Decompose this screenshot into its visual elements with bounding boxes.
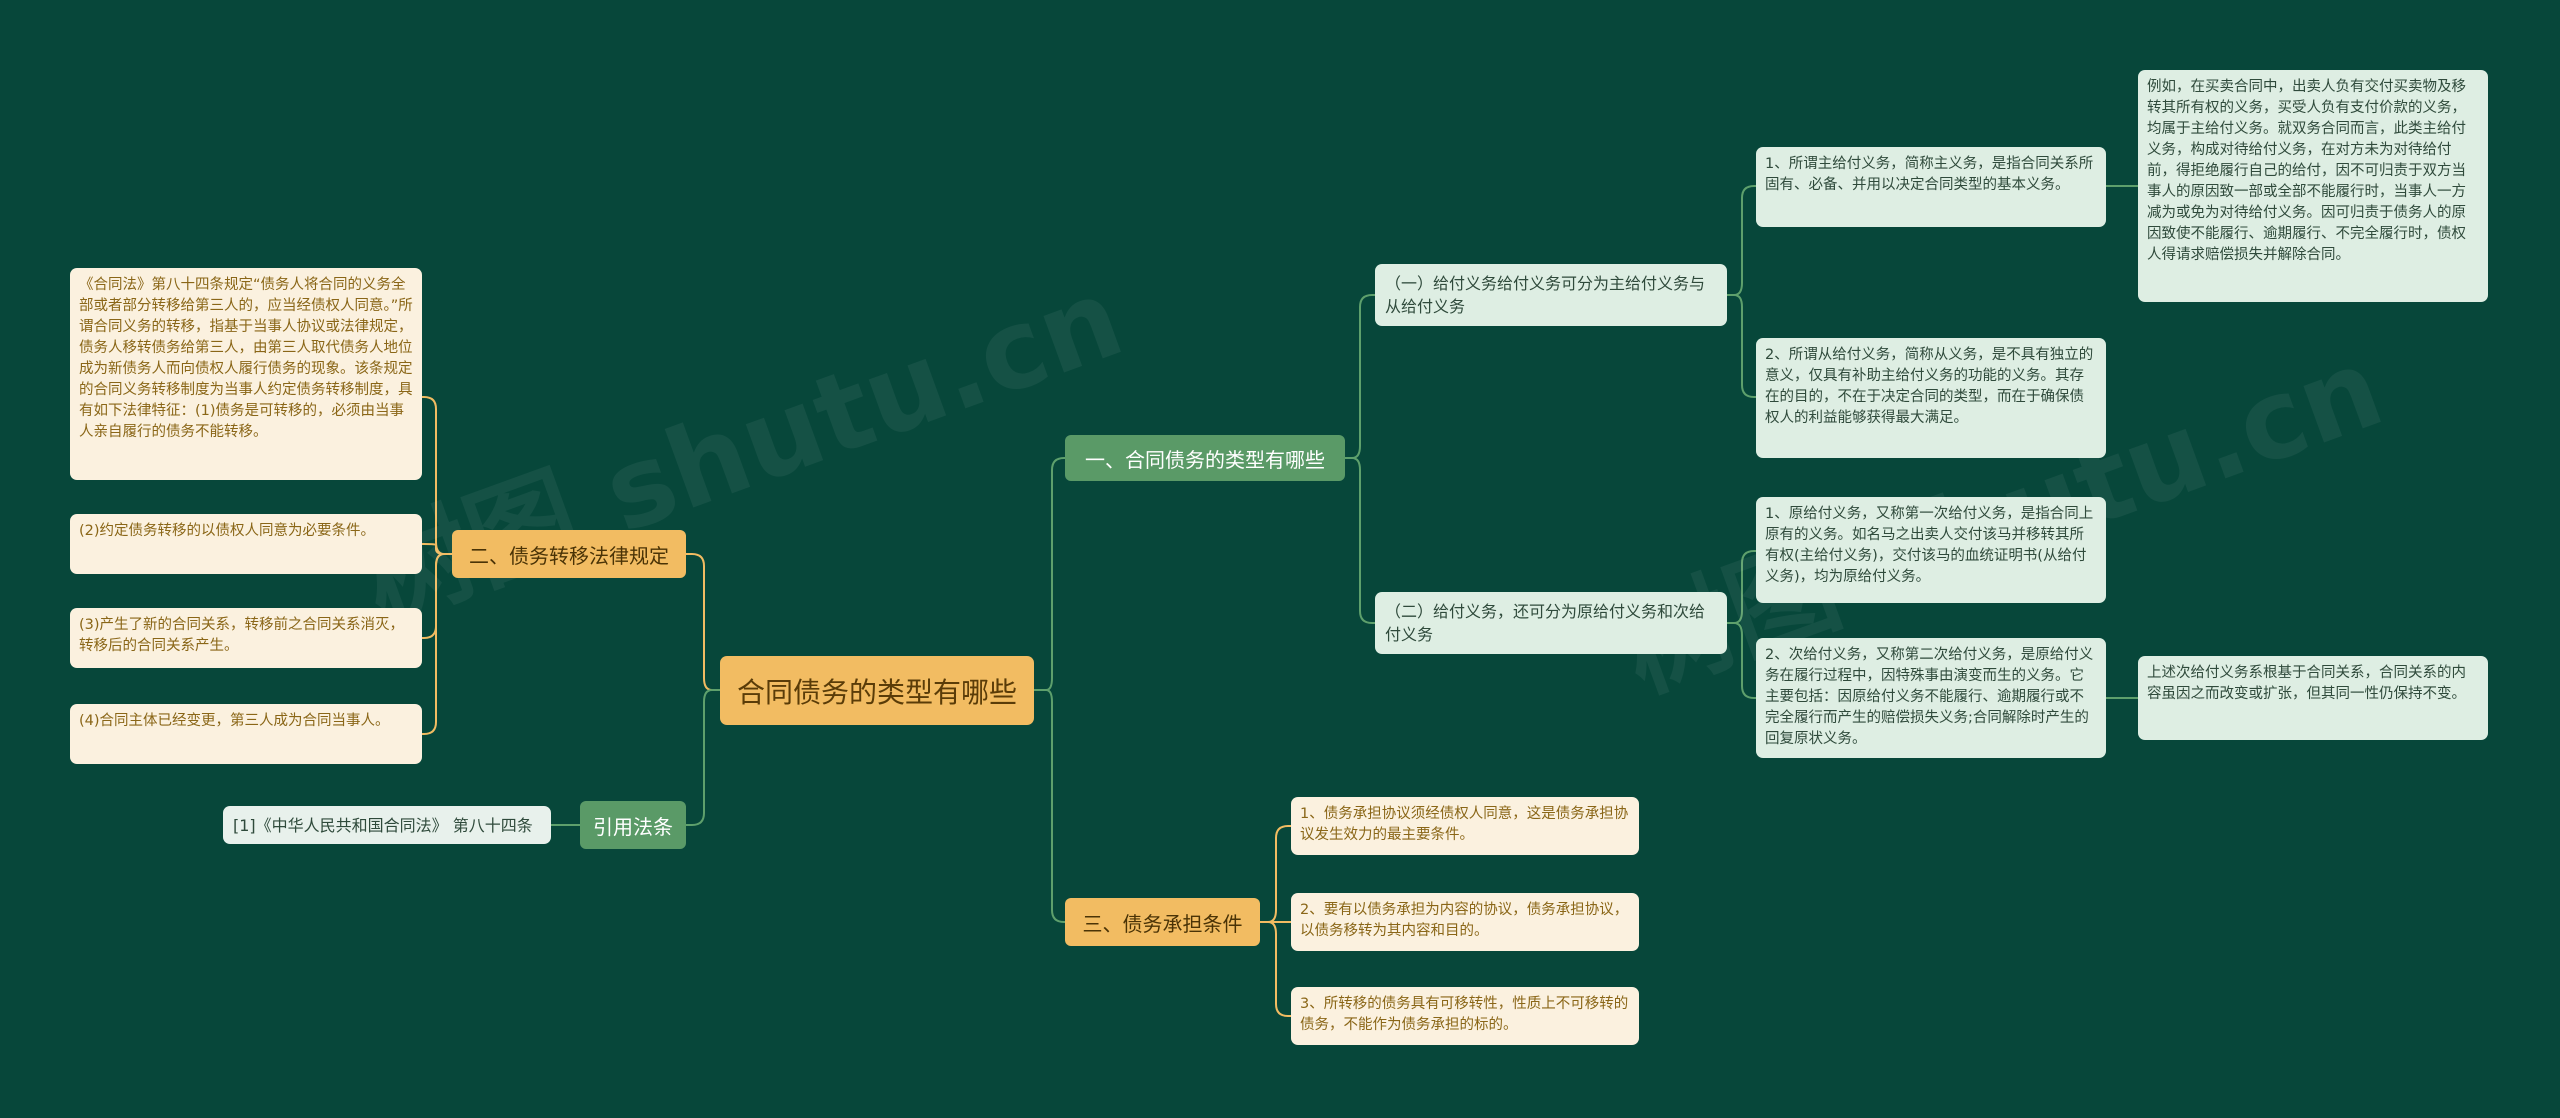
orig-pay-note[interactable]: 1、原给付义务，又称第一次给付义务，是指合同上原有的义务。如名马之出卖人交付该马… [1756, 497, 2106, 603]
condition-item[interactable]: 2、要有以债务承担为内容的协议，债务承担协议，以债务移转为其内容和目的。 [1291, 893, 1639, 951]
types-sub1-node[interactable]: （一）给付义务给付义务可分为主给付义务与从给付义务 [1375, 264, 1727, 326]
transfer-item[interactable]: (2)约定债务转移的以债权人同意为必要条件。 [70, 514, 422, 574]
link-root-conditions [1034, 689, 1065, 923]
transfer-item[interactable]: (3)产生了新的合同关系，转移前之合同关系消灭，转移后的合同关系产生。 [70, 608, 422, 668]
second-pay-extra-note[interactable]: 上述次给付义务系根基于合同关系，合同关系的内容虽因之而改变或扩张，但其同一性仍保… [2138, 656, 2488, 740]
root-node[interactable]: 合同债务的类型有哪些 [720, 656, 1034, 725]
transfer-item[interactable]: 《合同法》第八十四条规定“债务人将合同的义务全部或者部分转移给第三人的，应当经债… [70, 268, 422, 480]
main-pay-example-note[interactable]: 例如，在买卖合同中，出卖人负有交付买卖物及移转其所有权的义务，买受人负有支付价款… [2138, 70, 2488, 302]
link-root-transfer [686, 553, 720, 691]
transfer-item[interactable]: (4)合同主体已经变更，第三人成为合同当事人。 [70, 704, 422, 764]
condition-item[interactable]: 1、债务承担协议须经债权人同意，这是债务承担协议发生效力的最主要条件。 [1291, 797, 1639, 855]
link-transfer-2 [422, 543, 452, 555]
link-root-law [686, 689, 720, 826]
types-sub2-node[interactable]: （二）给付义务，还可分为原给付义务和次给付义务 [1375, 592, 1727, 654]
branch-transfer[interactable]: 二、债务转移法律规定 [452, 530, 686, 578]
branch-types[interactable]: 一、合同债务的类型有哪些 [1065, 435, 1345, 481]
link-root-types [1034, 457, 1065, 691]
link-cond-1 [1260, 825, 1291, 923]
link-cond-3 [1260, 921, 1291, 1017]
sub-pay-note[interactable]: 2、所谓从给付义务，简称从义务，是不具有独立的意义，仅具有补助主给付义务的功能的… [1756, 338, 2106, 458]
branch-conditions[interactable]: 三、债务承担条件 [1065, 898, 1260, 946]
link-sub2-orig [1727, 550, 1756, 624]
link-sub1-sub [1727, 294, 1756, 398]
main-pay-note[interactable]: 1、所谓主给付义务，简称主义务，是指合同关系所固有、必备、并用以决定合同类型的基… [1756, 147, 2106, 227]
link-transfer-1 [422, 396, 452, 555]
branch-law[interactable]: 引用法条 [580, 801, 686, 849]
link-sub1-main [1727, 185, 1756, 296]
link-types-sub1 [1345, 294, 1375, 459]
condition-item[interactable]: 3、所转移的债务具有可移转性，性质上不可移转的债务，不能作为债务承担的标的。 [1291, 987, 1639, 1045]
second-pay-note[interactable]: 2、次给付义务，又称第二次给付义务，是原给付义务在履行过程中，因特殊事由演变而生… [1756, 638, 2106, 758]
law-item[interactable]: [1]《中华人民共和国合同法》 第八十四条 [223, 806, 551, 844]
link-transfer-4 [422, 553, 452, 735]
link-types-sub2 [1345, 457, 1375, 624]
watermark: 树图 shutu.cn [345, 253, 1138, 646]
link-sub2-second [1727, 622, 1756, 699]
link-transfer-3 [422, 553, 452, 639]
